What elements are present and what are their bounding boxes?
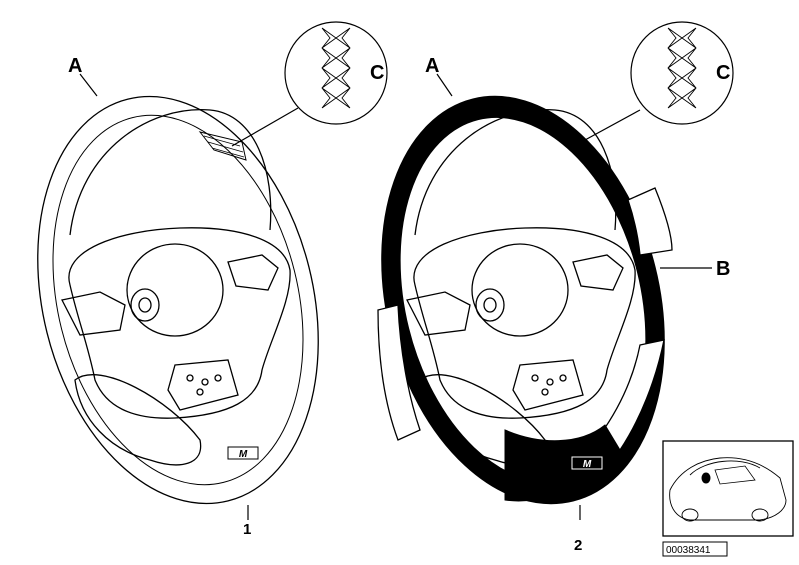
item-1-number: 1 [243, 521, 251, 538]
wheel-2-spoke-bottom [512, 359, 584, 411]
wheel-1-stitch-patch [198, 131, 247, 161]
locator-car-body [669, 457, 787, 521]
wheel-2-m-emblem: M [583, 459, 592, 470]
wheel-1-lower-pad [74, 374, 202, 466]
wheel-1-spoke-left [61, 291, 126, 336]
steering-wheel-1 [37, 95, 319, 505]
locator-wheel-rear [751, 508, 769, 522]
wheel-1-connector-1 [186, 374, 194, 382]
label-c-left: C [370, 62, 384, 84]
wheel-2-grip-upper-right [627, 187, 673, 256]
wheel-2-center-bolt [483, 297, 497, 313]
locator-steering-wheel-mark [701, 472, 711, 484]
label-c-right: C [716, 62, 730, 84]
wheel-2-spoke-right [572, 254, 624, 291]
locator-wheel-front [681, 508, 699, 522]
wheel-1-m-emblem: M [239, 449, 248, 460]
wheel-1-m-emblem-box [227, 446, 259, 460]
detail-c-right-stitching [667, 27, 697, 109]
wheel-2-connector-1 [531, 374, 539, 382]
wheel-1-spoke-right [227, 254, 279, 291]
detail-c-left-circle [284, 21, 388, 125]
wheel-1-connector-2 [201, 378, 209, 386]
locator-window [714, 465, 756, 485]
wheel-2-grip-left [377, 304, 421, 441]
wheel-1-rim-inner [52, 114, 304, 486]
wheel-1-center-bolt [138, 297, 152, 313]
label-a-left-leader [79, 73, 98, 97]
detail-c-right [584, 21, 734, 141]
label-b-right: B [716, 258, 730, 280]
wheel-2-connector-2 [546, 378, 554, 386]
locator-car-roof [689, 460, 761, 476]
detail-c-left-leader [231, 107, 299, 147]
detail-c-right-leader [584, 109, 641, 141]
detail-c-right-circle [630, 21, 734, 125]
label-a-right-leader [436, 73, 453, 97]
wheel-2-connector-3 [559, 374, 567, 382]
wheel-1-connector-3 [214, 374, 222, 382]
vehicle-locator-thumbnail [662, 440, 794, 537]
wheel-2-lower-dark-section [504, 424, 621, 502]
wheel-2-center-boss [475, 288, 505, 322]
wheel-1-rim-upper-opening [69, 108, 272, 236]
label-a-left: A [68, 55, 82, 77]
reference-number: 00038341 [666, 545, 711, 556]
wheel-1-airbag-cover [126, 243, 224, 337]
wheel-2-hub-housing [413, 227, 636, 419]
wheel-2-rim-upper-opening [414, 108, 617, 236]
wheel-2-spoke-left [406, 291, 471, 336]
detail-c-left-stitching [321, 27, 351, 109]
label-a-right: A [425, 55, 439, 77]
wheel-1-spoke-bottom [167, 359, 239, 411]
item-2-number: 2 [574, 537, 582, 554]
wheel-1-connector-4 [196, 388, 204, 396]
wheel-1-hub-housing [68, 227, 291, 419]
detail-c-left [231, 21, 388, 147]
wheel-1-center-boss [130, 288, 160, 322]
reference-number-box [662, 541, 728, 557]
wheel-2-airbag-cover [471, 243, 569, 337]
wheel-2-connector-4 [541, 388, 549, 396]
wheel-2-m-emblem-box [571, 456, 603, 470]
locator-frame [662, 440, 794, 537]
wheel-1-rim-outer [37, 95, 319, 505]
